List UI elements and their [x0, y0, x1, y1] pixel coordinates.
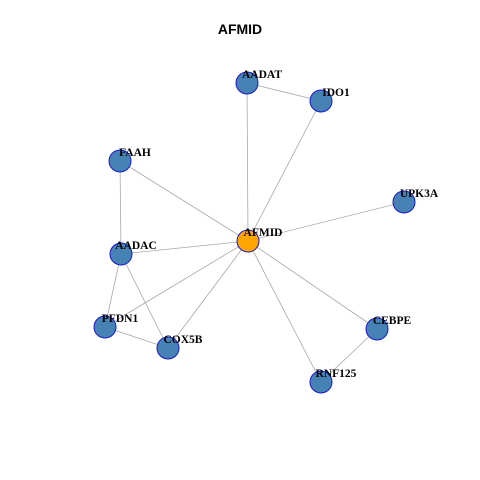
node-cebpe[interactable]: [365, 317, 389, 341]
edge-ido1-afmid: [247, 100, 322, 242]
edge-rnf125-afmid: [247, 240, 322, 383]
edge-aadat-ido1: [246, 82, 322, 102]
node-label-afmid: AFMID: [244, 227, 283, 239]
node-label-upk3a: UPK3A: [400, 188, 439, 200]
edge-pfdn1-afmid: [104, 240, 249, 328]
node-upk3a[interactable]: [392, 190, 416, 214]
node-label-cox5b: COX5B: [164, 334, 203, 346]
node-afmid[interactable]: [236, 229, 260, 253]
edge-aadac-afmid: [120, 240, 249, 255]
edge-aadat-afmid: [246, 82, 249, 242]
edge-upk3a-afmid: [247, 201, 405, 242]
nodes-layer: [93, 71, 416, 394]
node-label-cebpe: CEBPE: [373, 315, 412, 327]
node-faah[interactable]: [108, 149, 132, 173]
edge-cox5b-afmid: [167, 240, 249, 349]
edge-cebpe-afmid: [247, 240, 378, 330]
node-label-ido1: IDO1: [322, 87, 350, 99]
node-aadac[interactable]: [109, 242, 133, 266]
edge-faah-aadac: [119, 160, 122, 255]
node-label-pfdn1: PFDN1: [102, 313, 139, 325]
edge-aadac-cox5b: [120, 253, 169, 349]
node-rnf125[interactable]: [309, 370, 333, 394]
node-label-faah: FAAH: [119, 147, 151, 159]
node-label-aadat: AADAT: [242, 69, 282, 81]
diagram-title: AFMID: [217, 21, 263, 37]
edge-aadac-pfdn1: [104, 253, 122, 328]
edge-cebpe-rnf125: [320, 328, 378, 383]
node-ido1[interactable]: [309, 89, 333, 113]
node-cox5b[interactable]: [156, 336, 180, 360]
node-label-rnf125: RNF125: [316, 368, 357, 380]
edge-faah-afmid: [119, 160, 249, 242]
node-pfdn1[interactable]: [93, 315, 117, 339]
node-aadat[interactable]: [235, 71, 259, 95]
node-label-aadac: AADAC: [115, 240, 157, 252]
